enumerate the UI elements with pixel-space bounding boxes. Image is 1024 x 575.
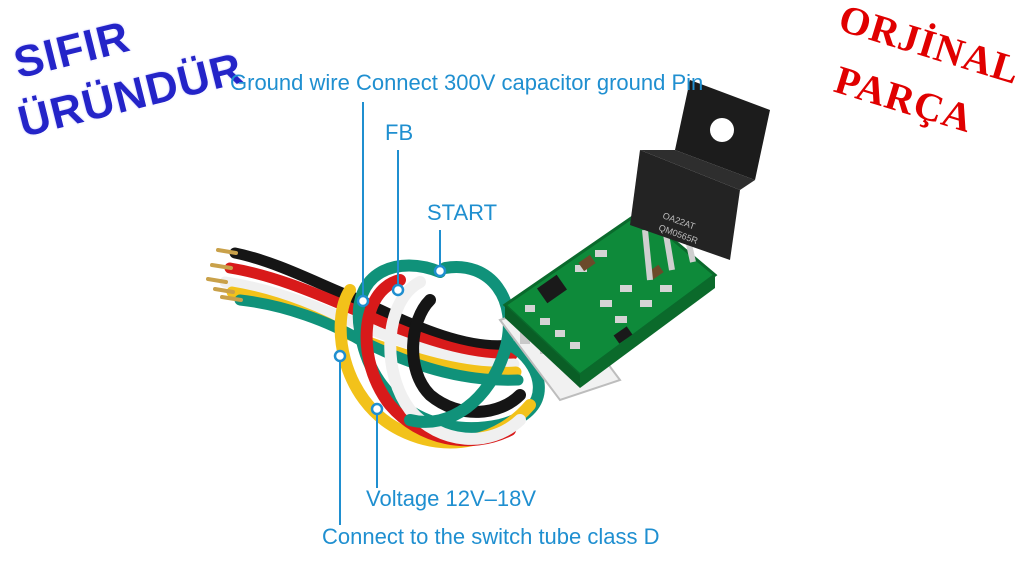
label-ground-wire: Ground wire Connect 300V capacitor groun…	[230, 70, 704, 95]
wire-bundle	[206, 247, 545, 449]
loop-black	[407, 294, 526, 418]
loop-green-2	[404, 261, 515, 428]
label-voltage: Voltage 12V–18V	[366, 486, 537, 511]
wire-tips	[206, 248, 243, 302]
callout-lines	[339, 102, 441, 525]
to220-transistor	[630, 80, 770, 260]
label-switch-tube: Connect to the switch tube class D	[322, 524, 660, 549]
dot-start	[433, 264, 447, 278]
dot-fb	[391, 283, 405, 297]
dot-ground	[356, 294, 370, 308]
callout-dots	[333, 264, 447, 416]
dot-switch	[333, 349, 347, 363]
pcb-board	[502, 210, 718, 388]
loop-white	[384, 276, 526, 445]
dot-voltage	[370, 402, 384, 416]
label-start: START	[427, 200, 498, 225]
label-fb: FB	[385, 120, 414, 145]
